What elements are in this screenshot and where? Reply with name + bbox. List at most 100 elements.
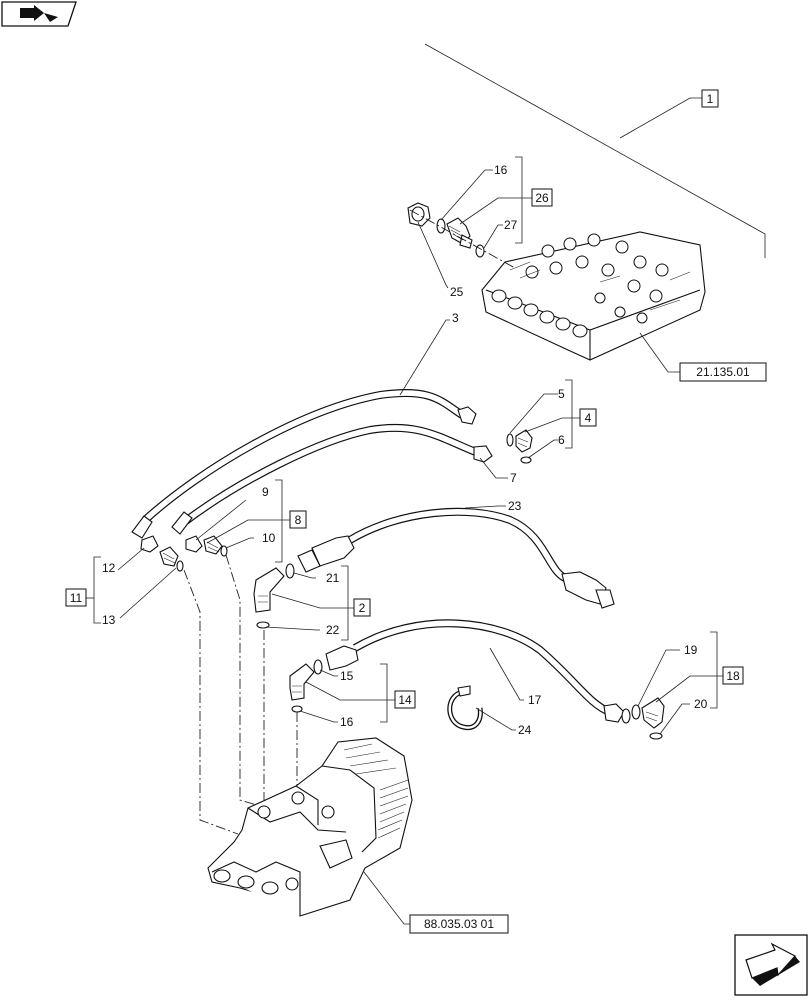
svg-text:26: 26	[535, 191, 549, 205]
hose-17	[325, 619, 631, 724]
o-ring-21	[285, 563, 295, 579]
book-arrow-icon[interactable]	[1, 1, 77, 27]
svg-text:2: 2	[359, 601, 366, 615]
callout-box-1[interactable]: 1	[701, 89, 719, 108]
bracket-18	[710, 631, 718, 709]
clip-24	[447, 685, 483, 730]
leader-24	[475, 707, 516, 731]
callout-box-4[interactable]: 4	[579, 408, 597, 427]
bracket-14	[380, 663, 388, 723]
fitting-9	[185, 535, 203, 553]
elbow-18	[641, 697, 665, 729]
callout-5: 5	[558, 387, 565, 401]
callout-box-8[interactable]: 8	[289, 510, 307, 529]
callout-10: 10	[262, 531, 276, 545]
elbow-14	[289, 663, 315, 701]
leader-13	[119, 567, 177, 619]
callout-box-2[interactable]: 2	[353, 598, 371, 617]
valve-block	[481, 231, 706, 361]
leader-19	[637, 649, 680, 707]
o-ring-22	[256, 621, 270, 629]
reference-box-88-035-03-01[interactable]: 88.035.03 01	[409, 914, 509, 934]
callout-17: 17	[528, 693, 542, 707]
o-ring-16-top	[436, 218, 446, 234]
leader-17	[489, 647, 524, 701]
adapter-8	[203, 535, 223, 555]
callout-19: 19	[684, 643, 698, 657]
leader-88-035-03-01	[363, 871, 410, 925]
adapter-26	[446, 217, 473, 249]
svg-text:18: 18	[726, 669, 740, 683]
o-ring-20	[649, 732, 663, 740]
callout-25: 25	[450, 285, 464, 299]
callout-12: 12	[102, 561, 116, 575]
callout-13: 13	[102, 613, 116, 627]
centerline-11	[183, 569, 239, 835]
fitting-12	[140, 535, 159, 553]
callout-24: 24	[518, 723, 532, 737]
callout-box-18[interactable]: 18	[722, 666, 744, 685]
callout-box-11[interactable]: 11	[65, 588, 87, 607]
leader-23	[464, 505, 506, 509]
o-ring-10	[220, 545, 228, 557]
callout-21: 21	[326, 571, 340, 585]
leader-20	[659, 703, 690, 735]
svg-text:21.135.01: 21.135.01	[696, 365, 750, 379]
leader-9	[195, 499, 247, 541]
leader-14	[305, 681, 395, 701]
leader-8	[206, 519, 290, 544]
leader-6	[527, 439, 558, 459]
callout-box-26[interactable]: 26	[531, 188, 553, 207]
bracket-26	[515, 156, 523, 244]
leader-16-top	[440, 169, 493, 221]
assembly-line	[424, 43, 766, 258]
o-ring-15	[313, 659, 323, 675]
o-ring-13	[176, 560, 184, 572]
o-ring-19	[631, 704, 641, 720]
elbow-2	[253, 567, 285, 613]
centerline-top	[409, 209, 516, 269]
callout-16-top: 16	[494, 163, 508, 177]
leader-12	[117, 547, 145, 571]
bracket-11	[93, 556, 101, 624]
hose-3	[131, 388, 477, 539]
callout-16-mid: 16	[340, 715, 354, 729]
callout-23: 23	[508, 499, 522, 513]
hose-23	[297, 507, 615, 609]
leader-26	[459, 197, 532, 225]
reference-box-21-135-01[interactable]: 21.135.01	[679, 362, 767, 382]
callout-box-14[interactable]: 14	[394, 690, 416, 709]
callout-6: 6	[558, 433, 565, 447]
bracket-8	[275, 479, 283, 563]
control-valve	[207, 737, 413, 917]
leader-4	[524, 417, 580, 433]
leader-21	[293, 572, 316, 579]
next-page-arrow-icon[interactable]	[734, 934, 808, 996]
leader-2	[271, 593, 354, 609]
leader-1	[619, 97, 702, 139]
o-ring-6	[520, 456, 532, 464]
callout-20: 20	[694, 697, 708, 711]
callout-3: 3	[452, 311, 459, 325]
leader-25	[417, 221, 449, 289]
svg-text:1: 1	[707, 92, 714, 106]
leader-27	[483, 224, 503, 249]
callout-9: 9	[262, 485, 269, 499]
svg-text:11: 11	[70, 591, 83, 605]
leader-21-135-01	[639, 332, 680, 373]
svg-text:8: 8	[295, 513, 302, 527]
callout-27: 27	[504, 218, 518, 232]
bracket-4	[565, 379, 573, 449]
callout-15: 15	[340, 669, 354, 683]
callout-7: 7	[510, 471, 517, 485]
leader-15	[319, 669, 338, 677]
bracket-2	[341, 565, 349, 641]
nut-25	[407, 202, 431, 227]
leader-22	[265, 626, 320, 631]
adapter-11	[159, 546, 179, 567]
elbow-4	[515, 429, 533, 453]
leader-3	[399, 319, 450, 396]
leader-5	[509, 393, 558, 434]
svg-text:88.035.03 01: 88.035.03 01	[424, 917, 494, 931]
